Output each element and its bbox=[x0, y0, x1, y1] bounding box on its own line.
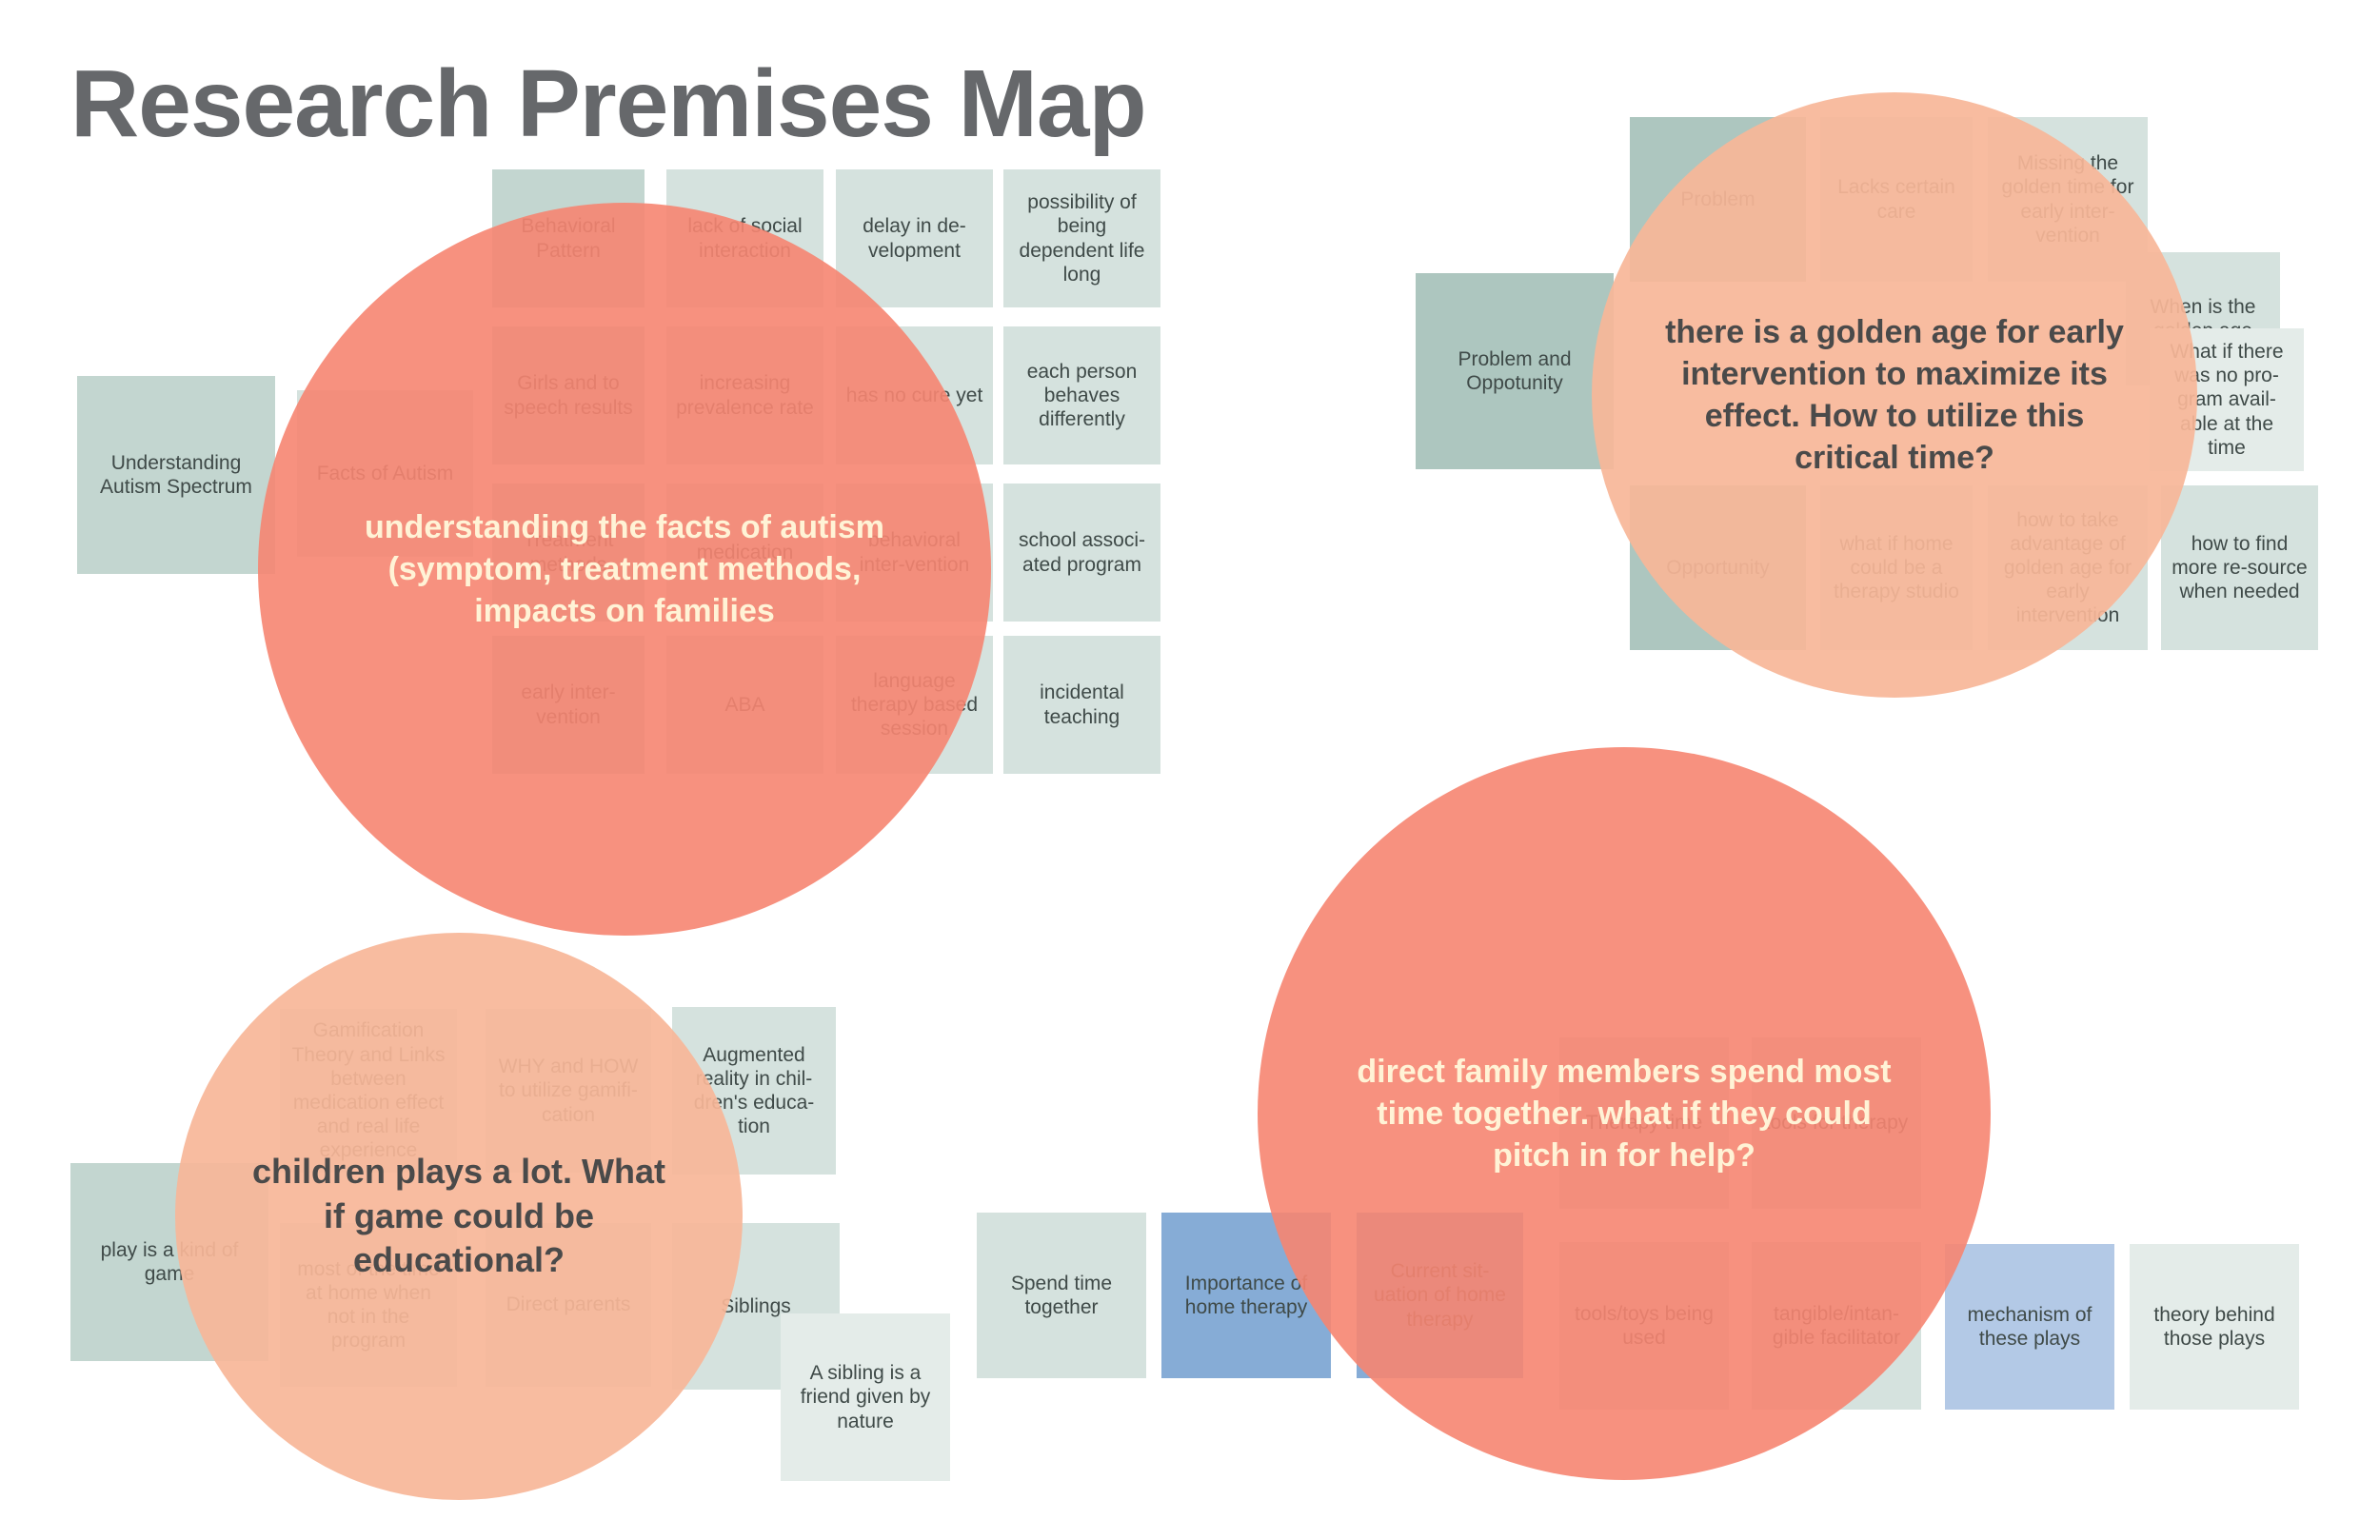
sticky-note-text: Importance of home therapy bbox=[1184, 1272, 1308, 1318]
sticky-note-text: Problem and Oppotunity bbox=[1458, 347, 1572, 394]
sticky-note-augmented-reality[interactable]: Augmented reality in chil-dren's educa-t… bbox=[672, 1007, 836, 1175]
sticky-note-dependent-life[interactable]: possibility of being dependent life long bbox=[1003, 169, 1160, 307]
sticky-note-text: A sibling is a friend given by nature bbox=[800, 1362, 931, 1432]
bubble-golden-age: there is a golden age for early interven… bbox=[1592, 92, 2197, 698]
sticky-note-text: Siblings bbox=[721, 1294, 791, 1317]
bubble-text: understanding the facts of autism (sympt… bbox=[365, 508, 884, 630]
sticky-note-text: mechanism of these plays bbox=[1967, 1303, 2092, 1350]
sticky-note-theory-plays[interactable]: theory behind those plays bbox=[2130, 1244, 2299, 1410]
sticky-note-text: each person behaves differently bbox=[1026, 360, 1138, 431]
sticky-note-incidental-teaching[interactable]: incidental teaching bbox=[1003, 636, 1160, 774]
sticky-note-text: Augmented reality in chil-dren's educa-t… bbox=[693, 1043, 815, 1138]
sticky-note-spend-time[interactable]: Spend time together bbox=[977, 1213, 1146, 1378]
sticky-note-text: delay in de-velopment bbox=[863, 215, 966, 262]
sticky-note-text: Understanding Autism Spectrum bbox=[100, 451, 252, 498]
bubble-text: there is a golden age for early interven… bbox=[1665, 313, 2124, 477]
sticky-note-text: Spend time together bbox=[1010, 1272, 1113, 1318]
sticky-note-text: incidental teaching bbox=[1040, 681, 1124, 728]
sticky-note-delay-development[interactable]: delay in de-velopment bbox=[836, 169, 993, 307]
sticky-note-text: how to find more re-source when needed bbox=[2172, 532, 2308, 603]
sticky-note-find-resource[interactable]: how to find more re-source when needed bbox=[2161, 485, 2318, 650]
sticky-note-problem-opportunity[interactable]: Problem and Oppotunity bbox=[1416, 273, 1614, 469]
sticky-note-sibling-friend[interactable]: A sibling is a friend given by nature bbox=[781, 1313, 950, 1481]
sticky-note-text: school associ-ated program bbox=[1018, 529, 1146, 576]
bubble-text: children plays a lot. What if game could… bbox=[251, 1151, 666, 1280]
bubble-family: direct family members spend most time to… bbox=[1258, 747, 1991, 1480]
sticky-note-school-program[interactable]: school associ-ated program bbox=[1003, 484, 1160, 622]
bubble-text: direct family members spend most time to… bbox=[1357, 1053, 1892, 1175]
bubble-facts: understanding the facts of autism (sympt… bbox=[258, 203, 991, 936]
page-title: Research Premises Map bbox=[70, 50, 1147, 157]
sticky-note-text: What if there was no pro-gram avail-able… bbox=[2170, 341, 2284, 459]
sticky-note-each-person[interactable]: each person behaves differently bbox=[1003, 326, 1160, 464]
sticky-note-text: theory behind those plays bbox=[2153, 1303, 2275, 1350]
bubble-game: children plays a lot. What if game could… bbox=[175, 933, 743, 1500]
sticky-note-understanding-autism[interactable]: Understanding Autism Spectrum bbox=[77, 376, 275, 574]
sticky-note-mechanism-plays[interactable]: mechanism of these plays bbox=[1945, 1244, 2114, 1410]
sticky-note-text: possibility of being dependent life long bbox=[1019, 191, 1145, 286]
